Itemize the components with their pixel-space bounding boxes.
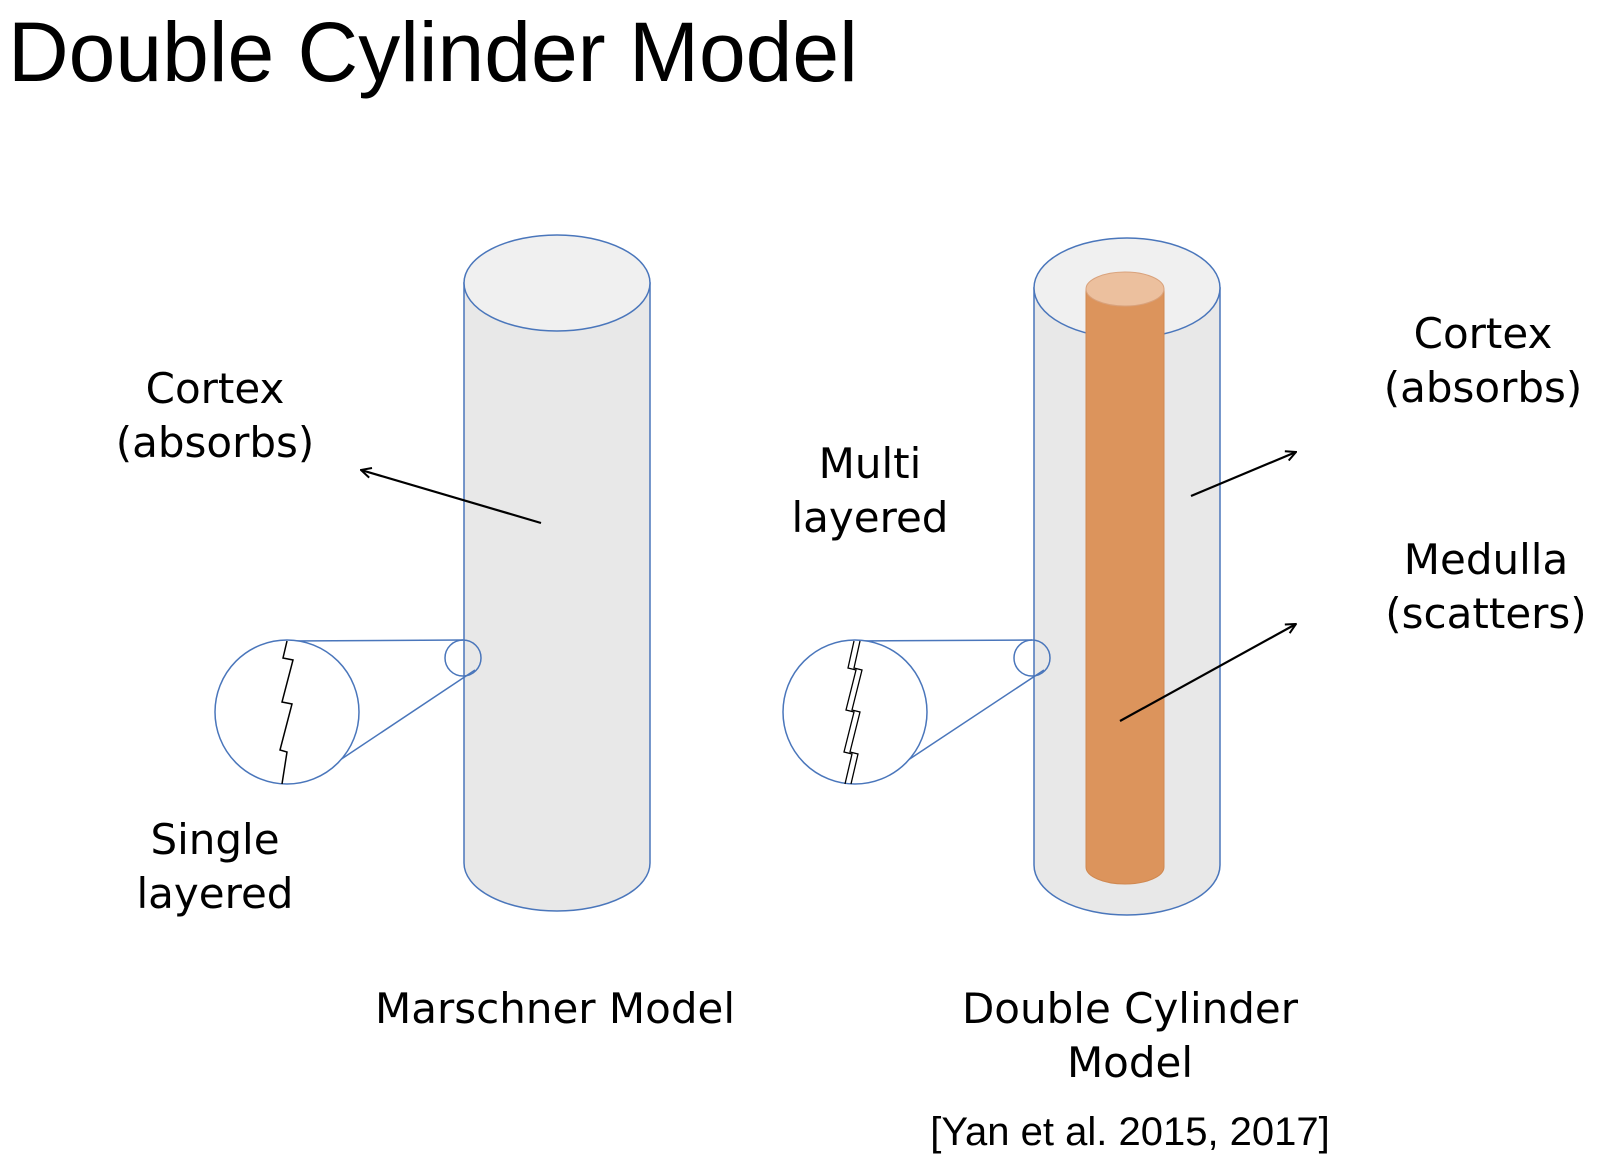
double-zoom-line-top bbox=[854, 639, 1033, 642]
marschner-cylinder-body bbox=[463, 282, 651, 912]
double-cylinder bbox=[1033, 237, 1221, 916]
marschner-zoom-circle bbox=[214, 639, 360, 785]
slide-title: Double Cylinder Model bbox=[8, 5, 858, 99]
marschner-cortex-arrow bbox=[361, 470, 542, 525]
double-cortex-label: Cortex (absorbs) bbox=[1383, 309, 1583, 412]
medulla-cylinder-top bbox=[1085, 271, 1165, 307]
medulla-cylinder-body bbox=[1085, 288, 1165, 885]
marschner-cortex-label: Cortex (absorbs) bbox=[115, 364, 315, 467]
double-zoom-circle bbox=[782, 639, 928, 785]
double-cortex-arrow bbox=[1190, 452, 1296, 498]
marschner-cylinder-top bbox=[463, 234, 651, 332]
multi-layer-boundary-2 bbox=[849, 640, 863, 785]
marschner-cylinder bbox=[463, 234, 651, 912]
single-layered-label: Single layered bbox=[136, 815, 294, 918]
citation: [Yan et al. 2015, 2017] bbox=[930, 1110, 1330, 1154]
marschner-model-caption: Marschner Model bbox=[374, 984, 735, 1033]
multi-layer-boundary-1 bbox=[843, 640, 857, 785]
double-zoom-callout bbox=[782, 639, 1051, 785]
medulla-label: Medulla (scatters) bbox=[1385, 535, 1587, 638]
marschner-zoom-line-top bbox=[286, 639, 464, 642]
medulla-arrow bbox=[1119, 624, 1296, 722]
double-cylinder-model-caption: Double Cylinder Model bbox=[961, 984, 1299, 1087]
single-layer-boundary bbox=[279, 640, 294, 785]
multi-layered-label: Multi layered bbox=[791, 439, 949, 542]
marschner-zoom-callout bbox=[214, 639, 482, 785]
